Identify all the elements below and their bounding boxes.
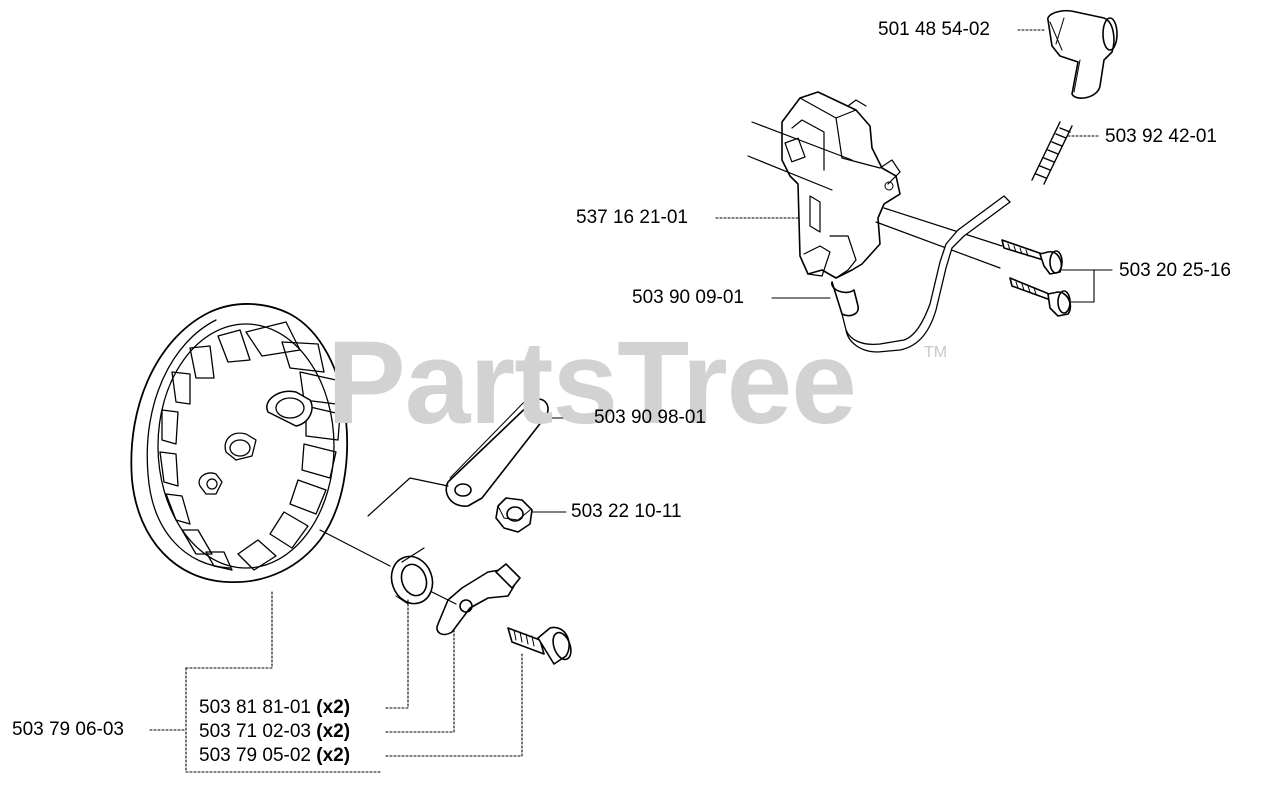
label-stop-plate: 503 90 98-01 (594, 407, 706, 428)
label-screws: 503 20 25-16 (1119, 260, 1231, 281)
label-pawl: 503 71 02-03 (x2) (199, 721, 350, 743)
spark-plug-cap-part (1047, 9, 1118, 99)
watermark-text: PartsTree (327, 317, 857, 449)
pin-part (507, 626, 572, 665)
label-pin-quantity: (x2) (316, 745, 351, 766)
label-washer-part-number: 503 81 81-01 (199, 697, 311, 718)
label-washer: 503 81 81-01 (x2) (199, 697, 350, 719)
label-flywheel: 503 79 06-03 (12, 719, 124, 740)
label-pin-part-number: 503 79 05-02 (199, 745, 311, 766)
assembly-axis-lines (319, 477, 457, 605)
spring-part (1031, 121, 1073, 185)
watermark-trademark: TM (924, 344, 948, 361)
screw-upper-part (1001, 239, 1063, 275)
label-washer-quantity: (x2) (316, 697, 351, 718)
label-pawl-part-number: 503 71 02-03 (199, 721, 311, 742)
nut-part (495, 497, 533, 533)
flywheel-part (130, 303, 349, 583)
wire-boot-part (831, 195, 1011, 353)
label-pin: 503 79 05-02 (x2) (199, 745, 350, 767)
pawl-part (436, 563, 521, 636)
ignition-module-part (747, 91, 1003, 279)
label-ignition-module: 537 16 21-01 (576, 207, 688, 228)
label-spark-plug-cap: 501 48 54-02 (878, 19, 990, 40)
label-nut: 503 22 10-11 (571, 501, 682, 522)
label-pawl-quantity: (x2) (316, 721, 351, 742)
label-spring: 503 92 42-01 (1105, 126, 1217, 147)
washer-part (390, 555, 434, 605)
leader-lines (149, 29, 1113, 773)
label-wire-boot: 503 90 09-01 (632, 287, 744, 308)
screw-lower-part (1009, 277, 1072, 317)
stop-plate-part (445, 397, 549, 507)
